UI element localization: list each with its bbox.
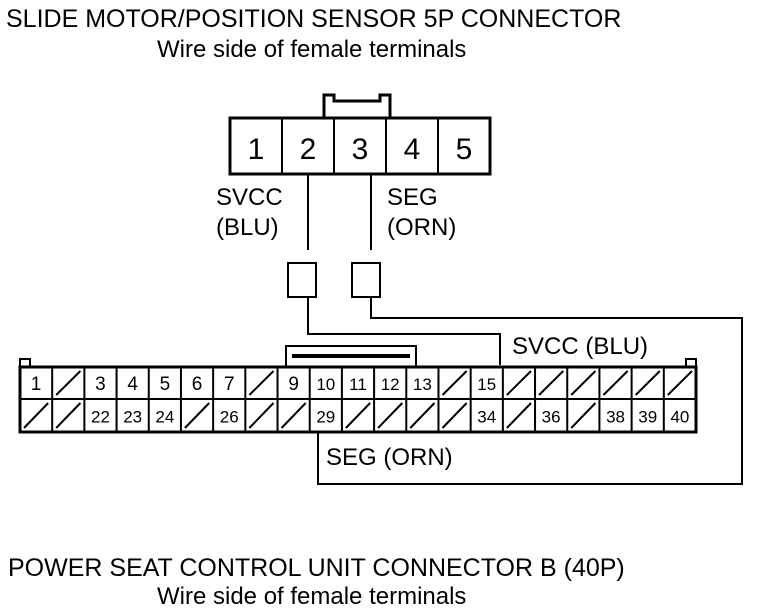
pin-40p-11: 11 bbox=[349, 375, 367, 394]
empty-cavity-slash bbox=[570, 402, 597, 429]
wire-seg bbox=[317, 174, 743, 485]
empty-cavity-slash bbox=[441, 370, 468, 396]
title-top: SLIDE MOTOR/POSITION SENSOR 5P CONNECTOR bbox=[6, 5, 621, 33]
empty-cavity-slash bbox=[23, 402, 49, 429]
pin-40p-36: 36 bbox=[542, 408, 561, 427]
label-seg-color: (ORN) bbox=[387, 214, 456, 241]
connector-5p: 1 2 3 4 5 bbox=[228, 93, 492, 176]
label-seg-full: SEG (ORN) bbox=[326, 444, 453, 471]
empty-cavity-slash bbox=[55, 370, 82, 396]
empty-cavity-slash bbox=[248, 370, 275, 396]
empty-cavity-slash bbox=[184, 402, 210, 429]
label-seg: SEG bbox=[387, 184, 438, 211]
pin-40p-6: 6 bbox=[192, 374, 203, 395]
pin-40p-7: 7 bbox=[224, 374, 235, 395]
empty-cavity-slash bbox=[634, 370, 661, 396]
empty-cavity-slash bbox=[602, 370, 629, 396]
empty-cavity-slash bbox=[280, 402, 307, 429]
empty-cavity-slash bbox=[570, 370, 597, 396]
pin-5p-2: 2 bbox=[300, 133, 317, 166]
label-svcc-full: SVCC (BLU) bbox=[512, 333, 648, 360]
empty-cavity-slash bbox=[409, 402, 436, 429]
empty-cavity-slash bbox=[345, 402, 371, 429]
pin-40p-23: 23 bbox=[123, 408, 142, 427]
pin-5p-5: 5 bbox=[456, 133, 473, 166]
pin-5p-3: 3 bbox=[352, 133, 369, 166]
pin-40p-34: 34 bbox=[477, 408, 496, 427]
pin-40p-29: 29 bbox=[316, 408, 335, 427]
pin-40p-22: 22 bbox=[91, 408, 110, 427]
pin-40p-3: 3 bbox=[95, 374, 106, 395]
pin-5p-1: 1 bbox=[248, 133, 265, 166]
pin-40p-10: 10 bbox=[316, 375, 335, 394]
empty-cavity-slash bbox=[377, 402, 404, 429]
empty-cavity-slash bbox=[506, 370, 532, 396]
label-svcc-color: (BLU) bbox=[216, 214, 279, 241]
pin-40p-26: 26 bbox=[220, 408, 239, 427]
pin-40p-5: 5 bbox=[160, 374, 171, 395]
empty-cavity-slash bbox=[538, 370, 564, 396]
subtitle-top: Wire side of female terminals bbox=[157, 36, 466, 63]
title-bottom: POWER SEAT CONTROL UNIT CONNECTOR B (40P… bbox=[8, 554, 625, 582]
empty-cavity-slash bbox=[55, 402, 82, 429]
wire-svcc bbox=[287, 174, 501, 365]
empty-cavity-slash bbox=[506, 402, 532, 429]
pin-40p-12: 12 bbox=[381, 375, 400, 394]
pin-40p-38: 38 bbox=[606, 408, 625, 427]
pin-40p-4: 4 bbox=[127, 374, 138, 395]
pin-5p-4: 4 bbox=[404, 133, 421, 166]
empty-cavity-slash bbox=[248, 402, 275, 429]
subtitle-bottom: Wire side of female terminals bbox=[157, 583, 466, 610]
label-svcc: SVCC bbox=[216, 184, 283, 211]
pin-40p-24: 24 bbox=[155, 408, 174, 427]
empty-cavity-slash bbox=[667, 370, 693, 396]
pin-40p-40: 40 bbox=[670, 408, 689, 427]
pin-40p-15: 15 bbox=[477, 375, 496, 394]
pin-40p-1: 1 bbox=[31, 374, 42, 395]
pin-40p-13: 13 bbox=[413, 375, 432, 394]
empty-cavity-slash bbox=[441, 402, 468, 429]
pin-40p-9: 9 bbox=[288, 374, 299, 395]
pin-40p-39: 39 bbox=[638, 408, 657, 427]
